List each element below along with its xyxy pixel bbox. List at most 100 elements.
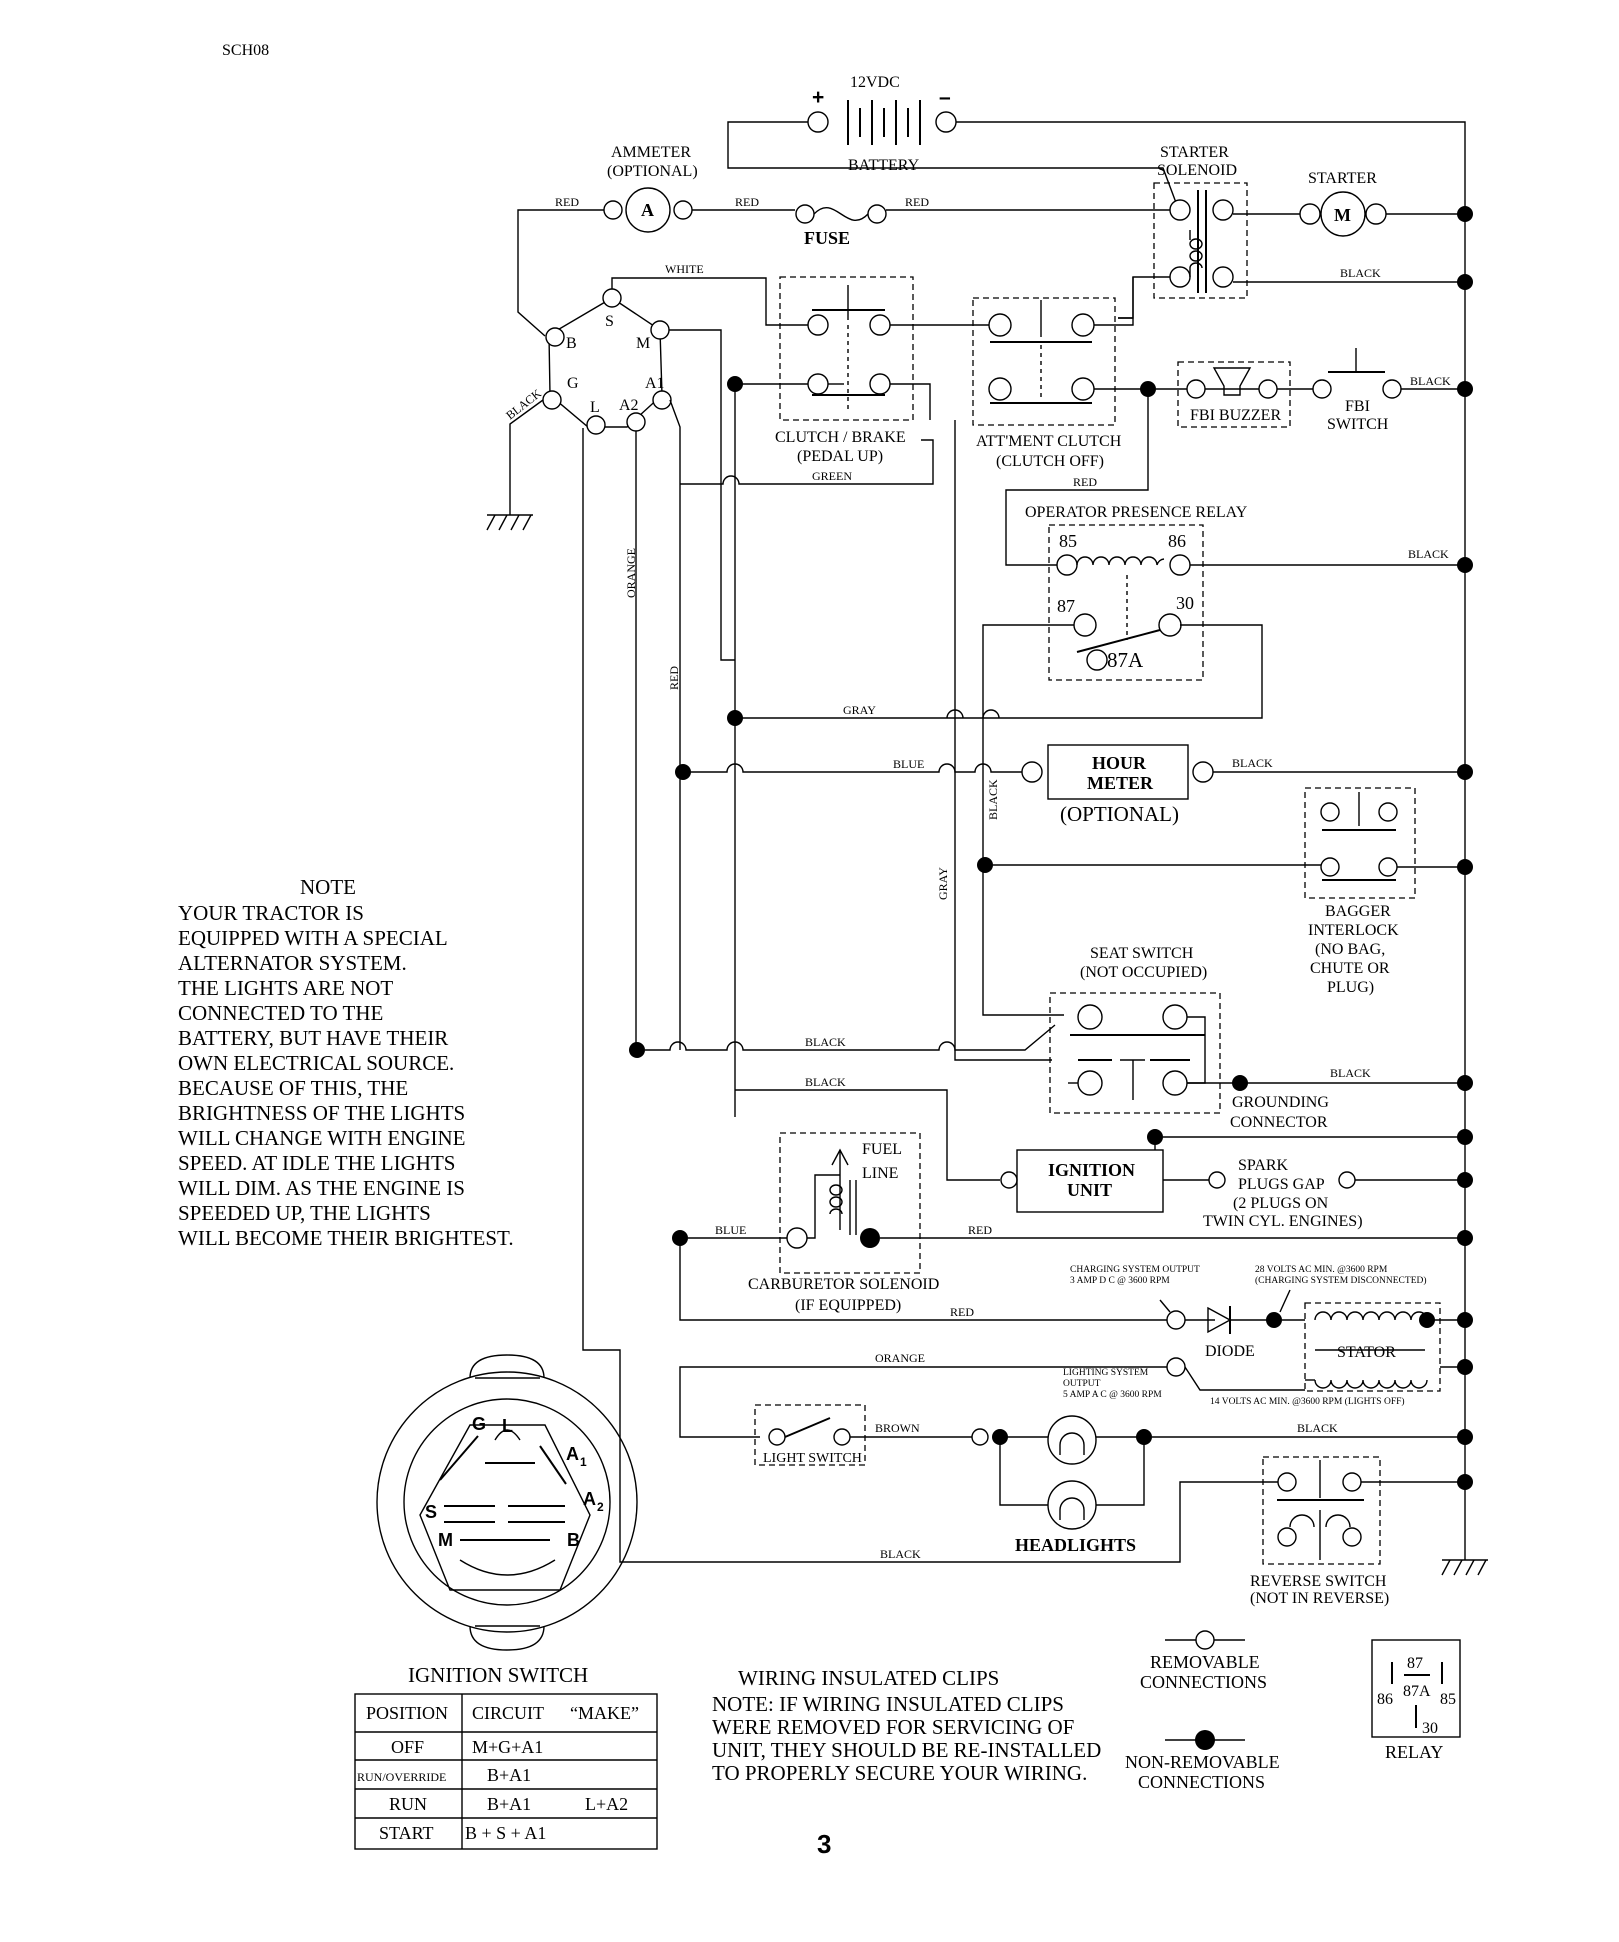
wire-blue-carb: BLUE bbox=[715, 1223, 746, 1237]
wire-blue-1: BLUE bbox=[893, 757, 924, 771]
starter-solenoid: STARTER SOLENOID bbox=[1153, 144, 1248, 299]
diode: DIODE bbox=[1205, 1306, 1255, 1360]
fbi-buzzer-label: FBI BUZZER bbox=[1190, 407, 1281, 424]
opr-30: 30 bbox=[1176, 593, 1194, 613]
th-position: POSITION bbox=[366, 1703, 448, 1723]
wire-gray-1: GRAY bbox=[843, 703, 876, 717]
wire-red-charge: RED bbox=[950, 1305, 974, 1319]
wire-black-vert: BLACK bbox=[986, 779, 1000, 820]
ammeter-label2: (OPTIONAL) bbox=[607, 163, 698, 180]
note-line-11: WILL DIM. AS THE ENGINE IS bbox=[178, 1176, 465, 1200]
note-title: NOTE bbox=[300, 875, 356, 899]
ignition-switch-face: G L A 1 A 2 S M B bbox=[376, 1354, 638, 1651]
clips-line-2: UNIT, THEY SHOULD BE RE-INSTALLED bbox=[712, 1738, 1101, 1762]
td-3-1: B + S + A1 bbox=[465, 1823, 546, 1843]
ign-face-s: S bbox=[425, 1502, 437, 1522]
clips-line-1: WERE REMOVED FOR SERVICING OF bbox=[712, 1715, 1074, 1739]
seat-switch-l2: (NOT OCCUPIED) bbox=[1080, 964, 1207, 981]
diode-label: DIODE bbox=[1205, 1343, 1255, 1360]
seat-switch-l1: SEAT SWITCH bbox=[1090, 945, 1194, 962]
note-line-10: SPEED. AT IDLE THE LIGHTS bbox=[178, 1151, 455, 1175]
carb-fuel: FUEL bbox=[862, 1141, 902, 1158]
ammeter-symbol: A bbox=[641, 200, 654, 220]
charge-out1: CHARGING SYSTEM OUTPUT bbox=[1070, 1265, 1200, 1275]
ign-face-b: B bbox=[567, 1530, 580, 1550]
grounding-l2: CONNECTOR bbox=[1230, 1114, 1328, 1131]
opr-87a: 87A bbox=[1107, 648, 1144, 672]
ign-term-g: G bbox=[567, 375, 579, 392]
ign-face-a1-sub: 1 bbox=[580, 1455, 587, 1469]
att-clutch-l2: (CLUTCH OFF) bbox=[996, 453, 1104, 470]
bagger-l4: CHUTE OR bbox=[1310, 960, 1390, 977]
attachment-clutch-switch: ATT'MENT CLUTCH (CLUTCH OFF) bbox=[972, 297, 1122, 470]
lighting-l3: 5 AMP A C @ 3600 RPM bbox=[1063, 1390, 1162, 1400]
carb-l1: CARBURETOR SOLENOID bbox=[748, 1276, 939, 1293]
hour-meter-opt: (OPTIONAL) bbox=[1060, 802, 1179, 826]
ignition-table: POSITION CIRCUIT “MAKE” OFF M+G+A1 RUN/O… bbox=[354, 1693, 658, 1850]
wire-black-reverse: BLACK bbox=[880, 1547, 921, 1561]
fbi-switch-l1: FBI bbox=[1345, 398, 1370, 415]
wire-red-vert: RED bbox=[667, 666, 681, 690]
rail-dots bbox=[1457, 206, 1473, 1490]
wire-black-fbi: BLACK bbox=[1410, 374, 1451, 388]
fuse-label: FUSE bbox=[804, 228, 850, 248]
light-switch-label: LIGHT SWITCH bbox=[763, 1451, 862, 1466]
relay-85: 85 bbox=[1440, 1691, 1456, 1708]
ammeter-label1: AMMETER bbox=[611, 144, 691, 161]
note-line-1: EQUIPPED WITH A SPECIAL bbox=[178, 926, 448, 950]
ignition-switch-terminals: B S M G A1 L A2 bbox=[542, 288, 672, 435]
hour-meter: HOUR METER (OPTIONAL) bbox=[1021, 744, 1214, 826]
battery-voltage: 12VDC bbox=[850, 74, 900, 91]
carburetor-solenoid: FUEL LINE CARBURETOR SOLENOID (IF EQUIPP… bbox=[748, 1132, 939, 1314]
wire-orange-light: ORANGE bbox=[875, 1351, 925, 1365]
fbi-buzzer: FBI BUZZER bbox=[1177, 361, 1291, 428]
wire-gray-2: GRAY bbox=[936, 867, 950, 900]
relay-87a: 87A bbox=[1403, 1683, 1431, 1700]
starter-label: STARTER bbox=[1308, 170, 1377, 187]
ign-term-l: L bbox=[590, 399, 600, 416]
td-2-0: RUN bbox=[389, 1794, 427, 1814]
ground-symbol-right bbox=[1441, 1559, 1488, 1576]
wire-red-3: RED bbox=[905, 195, 929, 209]
bagger-l3: (NO BAG, bbox=[1315, 941, 1385, 958]
td-2-2: L+A2 bbox=[585, 1794, 628, 1814]
wire-white: WHITE bbox=[665, 262, 704, 276]
td-1-0: RUN/OVERRIDE bbox=[357, 1770, 446, 1784]
spark-l1: SPARK bbox=[1238, 1157, 1289, 1174]
headlights-label: HEADLIGHTS bbox=[1015, 1535, 1136, 1555]
clips-note: WIRING INSULATED CLIPS NOTE: IF WIRING I… bbox=[712, 1666, 1101, 1785]
wire-black-hour: BLACK bbox=[1232, 756, 1273, 770]
reverse-l2: (NOT IN REVERSE) bbox=[1250, 1590, 1389, 1607]
legend-removable2: CONNECTIONS bbox=[1140, 1672, 1267, 1692]
td-1-1: B+A1 bbox=[487, 1765, 531, 1785]
note-line-3: THE LIGHTS ARE NOT bbox=[178, 976, 393, 1000]
lighting-l4: 14 VOLTS AC MIN. @3600 RPM (LIGHTS OFF) bbox=[1210, 1396, 1405, 1407]
clutch-brake-switch: CLUTCH / BRAKE (PEDAL UP) bbox=[775, 276, 914, 465]
wire-red-carb: RED bbox=[968, 1223, 992, 1237]
ammeter: A AMMETER (OPTIONAL) bbox=[603, 144, 698, 233]
legend-nonremovable1: NON-REMOVABLE bbox=[1125, 1752, 1280, 1772]
ign-face-a2: A bbox=[583, 1489, 596, 1509]
wire-red-opr: RED bbox=[1073, 475, 1097, 489]
bagger-l2: INTERLOCK bbox=[1308, 922, 1399, 939]
note-line-5: BATTERY, BUT HAVE THEIR bbox=[178, 1026, 448, 1050]
ground-symbol-left bbox=[486, 514, 533, 531]
fbi-switch: FBI SWITCH bbox=[1312, 348, 1402, 433]
opr-87: 87 bbox=[1057, 596, 1075, 616]
note-line-4: CONNECTED TO THE bbox=[178, 1001, 383, 1025]
reverse-l1: REVERSE SWITCH bbox=[1250, 1573, 1387, 1590]
fuse: FUSE bbox=[795, 204, 887, 248]
th-circuit: CIRCUIT bbox=[472, 1703, 544, 1723]
note-block: NOTE YOUR TRACTOR IS EQUIPPED WITH A SPE… bbox=[178, 875, 514, 1250]
ignition-unit-l1: IGNITION bbox=[1048, 1160, 1135, 1180]
grounding-l1: GROUNDING bbox=[1232, 1094, 1329, 1111]
starter-symbol: M bbox=[1334, 205, 1351, 225]
wire-black-starter: BLACK bbox=[1340, 266, 1381, 280]
fbi-switch-l2: SWITCH bbox=[1327, 416, 1389, 433]
reverse-switch: REVERSE SWITCH (NOT IN REVERSE) bbox=[1250, 1456, 1389, 1607]
legend-nonremovable2: CONNECTIONS bbox=[1138, 1772, 1265, 1792]
lighting-l1: LIGHTING SYSTEM bbox=[1063, 1368, 1149, 1378]
relay-legend: 87 87A 86 85 30 RELAY bbox=[1371, 1639, 1461, 1762]
ign-term-s: S bbox=[605, 313, 614, 330]
headlights: HEADLIGHTS bbox=[971, 1415, 1152, 1555]
